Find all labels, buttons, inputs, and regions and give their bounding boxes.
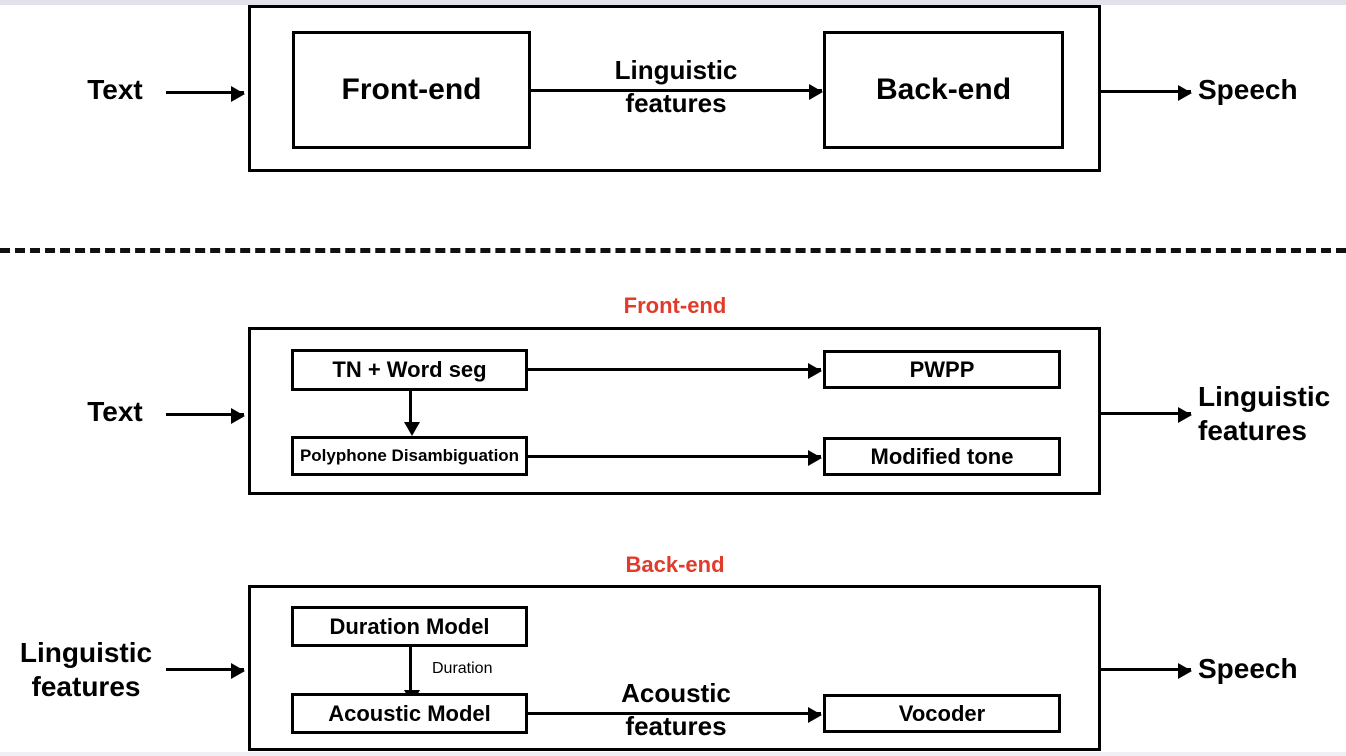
overview-output-arrow (1101, 85, 1192, 101)
front-end-tn-word-seg-label: TN + Word seg (332, 357, 487, 382)
back-end-vocoder-box[interactable]: Vocoder (823, 694, 1061, 733)
overview-linguistic-label-line1: Linguistic (614, 55, 738, 85)
front-end-output-label-line1: Linguistic (1198, 381, 1331, 412)
front-end-input-arrow (166, 408, 245, 424)
overview-linguistic-label-line2: features (625, 88, 727, 118)
back-end-duration-model-label: Duration Model (329, 613, 490, 639)
back-end-acoustic-label-line2: features (625, 711, 727, 741)
back-end-output-arrow (1101, 663, 1192, 679)
section-divider (0, 248, 1346, 253)
back-end-duration-edge-label: Duration (432, 660, 493, 677)
front-end-to-pwpp-arrow (528, 363, 822, 379)
back-end-acoustic-features-arrow (528, 707, 822, 723)
front-end-output-label-line2: features (1198, 415, 1307, 446)
back-end-input-label-line2: features (31, 671, 141, 702)
front-end-modified-tone-box[interactable]: Modified tone (823, 437, 1061, 476)
front-end-to-modified-tone-arrow (528, 450, 822, 466)
front-end-tn-to-polyphone-arrow (404, 391, 420, 436)
overview-back-end-box[interactable]: Back-end (823, 31, 1064, 149)
back-end-input-arrow (166, 663, 245, 679)
back-end-acoustic-model-box[interactable]: Acoustic Model (291, 693, 528, 734)
back-end-section-title: Back-end (625, 552, 725, 577)
back-end-duration-model-box[interactable]: Duration Model (291, 606, 528, 647)
front-end-polyphone-label: Polyphone Disambiguation (299, 446, 520, 465)
overview-output-label: Speech (1198, 74, 1298, 105)
overview-front-end-box[interactable]: Front-end (292, 31, 531, 149)
back-end-vocoder-label: Vocoder (898, 700, 986, 726)
front-end-pwpp-label: PWPP (909, 356, 975, 382)
back-end-output-label: Speech (1198, 653, 1298, 684)
front-end-input-label: Text (87, 396, 143, 427)
overview-input-arrow (166, 86, 245, 102)
window-top-chrome (0, 0, 1346, 5)
front-end-polyphone-box[interactable]: Polyphone Disambiguation (291, 436, 528, 476)
front-end-modified-tone-label: Modified tone (870, 443, 1014, 469)
back-end-input-label-line1: Linguistic (19, 637, 153, 668)
overview-front-end-label: Front-end (341, 73, 482, 106)
back-end-acoustic-model-label: Acoustic Model (328, 700, 491, 726)
front-end-section-title: Front-end (623, 293, 727, 318)
front-end-pwpp-box[interactable]: PWPP (823, 350, 1061, 389)
front-end-output-arrow (1101, 407, 1192, 423)
front-end-tn-word-seg-box[interactable]: TN + Word seg (291, 349, 528, 391)
back-end-duration-arrow (404, 647, 420, 704)
back-end-acoustic-label-line1: Acoustic (621, 678, 731, 708)
overview-linguistic-arrow (531, 84, 823, 100)
overview-input-label: Text (87, 74, 143, 105)
window-bottom-chrome (0, 752, 1346, 756)
overview-back-end-label: Back-end (875, 73, 1012, 106)
